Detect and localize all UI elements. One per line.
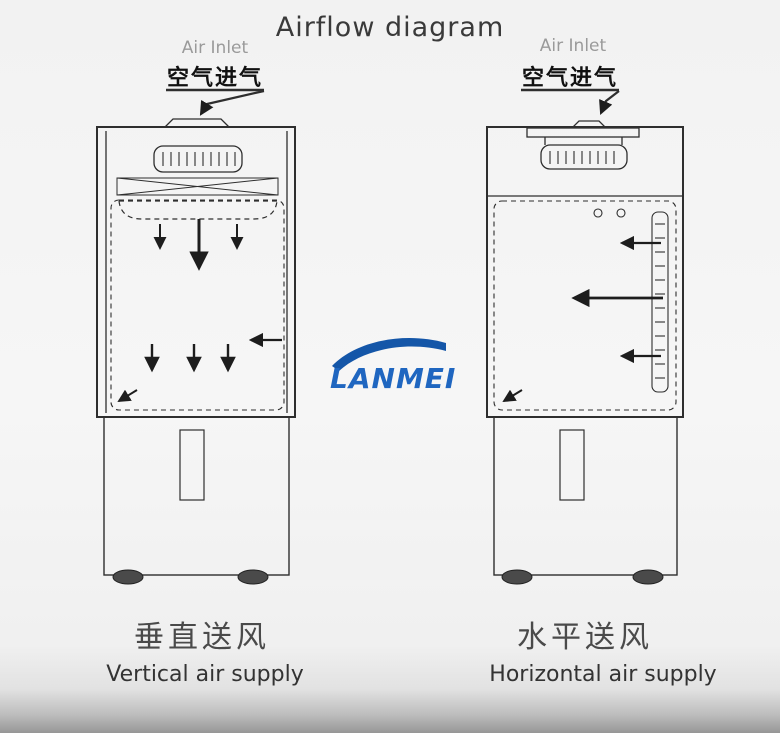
right-inlet-arrow	[521, 88, 620, 115]
left-air-inlet-label-zh: 空气进气	[166, 66, 263, 91]
left-caption-zh: 垂直送风	[134, 620, 270, 655]
left-top-vent	[153, 145, 243, 173]
left-feet	[112, 569, 269, 585]
right-airflow-arrows	[502, 235, 663, 403]
left-airflow-arrows	[117, 219, 282, 403]
page-title: Airflow diagram	[275, 12, 505, 43]
logo-text: LANMEI	[330, 362, 456, 395]
left-inlet-arrow	[166, 88, 265, 116]
right-louver-panel	[651, 211, 669, 393]
logo-swoosh-icon	[332, 338, 446, 371]
left-fan-band	[116, 177, 279, 196]
right-air-inlet-label-en: Air Inlet	[539, 36, 607, 56]
left-caption-en: Vertical air supply	[106, 662, 304, 687]
right-machine-drawing	[486, 88, 684, 585]
left-diffuser	[118, 200, 278, 220]
right-feet	[501, 569, 664, 585]
brand-logo: LANMEI	[330, 338, 456, 395]
right-top-vent	[540, 144, 628, 170]
left-machine-drawing	[96, 88, 296, 585]
right-air-inlet-label-zh: 空气进气	[521, 66, 618, 91]
right-caption-en: Horizontal air supply	[489, 662, 717, 687]
left-air-inlet-label-en: Air Inlet	[181, 38, 249, 58]
right-caption-zh: 水平送风	[517, 620, 653, 655]
